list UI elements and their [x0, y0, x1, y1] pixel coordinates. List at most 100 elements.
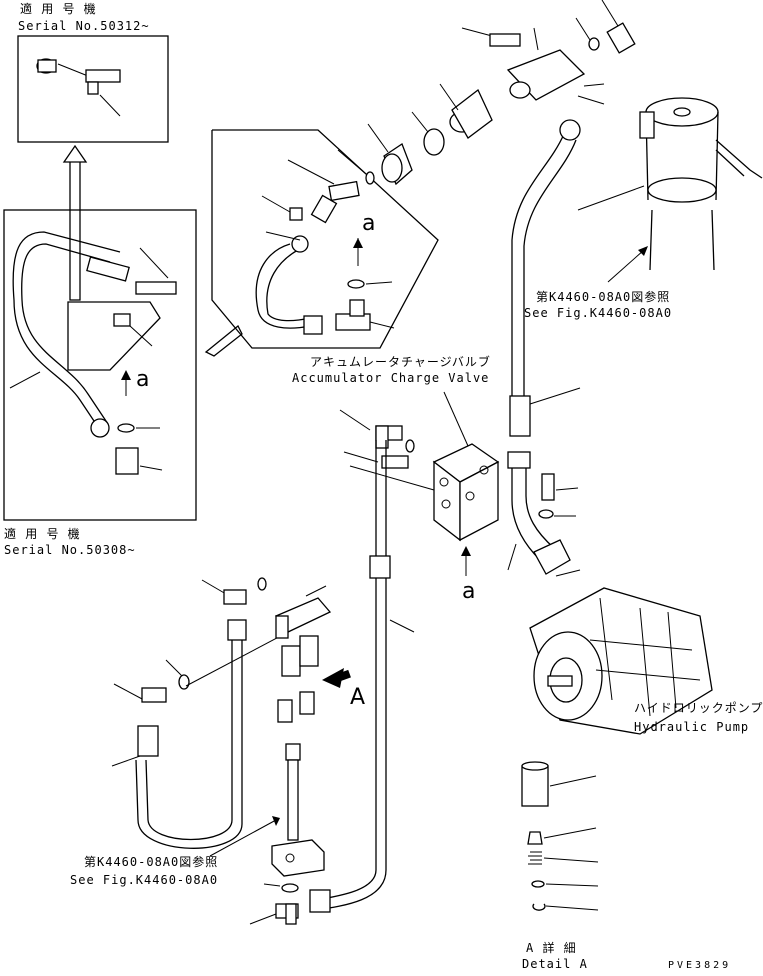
- valve-block-right: [459, 460, 499, 542]
- pump-pipe-leader: [507, 543, 517, 571]
- oring-low-leader: [165, 659, 183, 677]
- serial-50308-jp-label: 適 用 号 機: [4, 526, 81, 541]
- inset-fitting: [115, 447, 139, 475]
- serial-50308-label: Serial No.50308~: [4, 543, 136, 557]
- pump-seams: [599, 597, 677, 717]
- tank-bracket: [715, 139, 763, 179]
- accumulator-jp-label: アキュムレータチャージバルブ: [310, 354, 491, 369]
- top-leader-c: [601, 0, 619, 27]
- center-view: a: [211, 129, 439, 349]
- pump-pipe-flange: [533, 539, 571, 575]
- inset-hose-a: [12, 231, 121, 301]
- housing-leader: [583, 83, 605, 87]
- serial-50308-inset: a 適 用 号 機 Serial No.50308~: [3, 209, 197, 557]
- pump-en-label: Hydraulic Pump: [634, 720, 749, 734]
- tank-lower-left: [649, 209, 653, 271]
- valve-ref-line: [349, 465, 435, 491]
- elbow-left-leader: [201, 579, 227, 595]
- center-small-nut: [289, 207, 303, 221]
- small-oring: [365, 171, 375, 185]
- center-hose-outer: [315, 440, 377, 901]
- pump-pipe-b: [525, 460, 555, 549]
- valve-port-4: [479, 465, 489, 475]
- inset-leader-5: [9, 371, 41, 389]
- detail-coupler-top: [521, 761, 549, 771]
- center-hose-top-nut: [369, 555, 391, 579]
- detail-spring: [528, 851, 542, 865]
- ref-bottom-en-label: See Fig.K4460-08A0: [70, 873, 218, 887]
- top-leader-b: [575, 17, 591, 41]
- pump-pipe-a: [511, 460, 541, 561]
- serial-50312-label: Serial No.50312~: [18, 19, 150, 33]
- center-long-hose: [309, 440, 415, 913]
- hydraulic-pump: ハイドロリックポンプ Hydraulic Pump: [529, 587, 762, 735]
- left-hose-top-nut: [227, 619, 247, 641]
- view-a-left-label: a: [136, 367, 149, 392]
- detail-ring-leader: [545, 883, 599, 887]
- bottom-elbow-leader: [249, 913, 277, 925]
- coupler-1: [281, 645, 301, 677]
- ref-bottom-leader: [209, 819, 277, 857]
- bottom-oring-leader: [263, 883, 281, 887]
- lower-pipe: [287, 759, 299, 841]
- center-hose-b: [266, 249, 311, 322]
- center-oring: [347, 279, 365, 289]
- detail-ring: [531, 880, 545, 888]
- center-hose-leader: [389, 619, 415, 633]
- right-fitting-leader: [577, 95, 605, 105]
- ref-top-arrowhead: [638, 246, 648, 256]
- center-nut: [303, 315, 323, 335]
- view-A-label: A: [350, 685, 365, 710]
- ref-top-leader: [607, 249, 645, 283]
- detail-poppet: [527, 831, 543, 845]
- cap-strap: [57, 63, 89, 77]
- tank-assembly: 第K4460-08A0図参照 See Fig.K4460-08A0: [524, 97, 763, 320]
- top-right-fitting: [606, 22, 636, 54]
- bottom-oring: [281, 883, 299, 893]
- elbow-low-leader: [113, 683, 145, 701]
- inset-leader-2: [129, 325, 153, 347]
- plug-face: [381, 153, 403, 183]
- inset-nut: [86, 256, 130, 282]
- detail-spring-leader: [543, 857, 599, 863]
- inset-oring: [117, 423, 135, 433]
- bolt-leader: [461, 27, 493, 37]
- elbow-low: [141, 687, 167, 703]
- inset-leader-1: [139, 247, 169, 279]
- pump-gasket-leader: [555, 569, 581, 577]
- right-hose-bottom-nut: [509, 395, 531, 437]
- tank-cap: [673, 107, 691, 117]
- elbow-leg: [87, 81, 99, 95]
- lower-pipe-nut: [285, 743, 301, 761]
- inset-plug: [113, 313, 131, 327]
- top-leader-a: [533, 27, 539, 51]
- view-a-valve-arrowhead: [461, 546, 471, 556]
- center-leader-2: [287, 159, 335, 185]
- pump-washer: [538, 509, 554, 519]
- detail-jp-label: A 詳 細: [526, 940, 577, 955]
- spool-leader: [439, 83, 459, 111]
- valve-fittings: [339, 409, 415, 469]
- ref-top-en-label: See Fig.K4460-08A0: [524, 306, 672, 320]
- right-hose-outer: [511, 133, 565, 400]
- left-hose-leader: [111, 755, 141, 767]
- detail-en-label: Detail A: [522, 957, 588, 971]
- inset-leader-4: [139, 465, 163, 471]
- pump-shaft: [547, 675, 573, 687]
- center-hose-end: [291, 235, 309, 253]
- right-hose-inner: [523, 139, 577, 400]
- tank-right-side: [715, 111, 719, 201]
- center-leader-4: [365, 281, 393, 285]
- inset-hose-c: [13, 299, 101, 431]
- center-elbow-leg: [349, 299, 365, 317]
- bolt-valve: [381, 455, 409, 469]
- detail-snap-leader: [545, 905, 599, 911]
- tank-leader: [577, 185, 645, 211]
- view-a-center-label: a: [362, 211, 375, 236]
- spool-body: [451, 88, 493, 139]
- accumulator-charge-valve: アキュムレータチャージバルブ Accumulator Charge Valve …: [292, 354, 500, 604]
- right-hose-leader: [529, 387, 581, 405]
- tank-bracket-b: [715, 149, 745, 177]
- left-hose-bottom-nut: [137, 725, 159, 757]
